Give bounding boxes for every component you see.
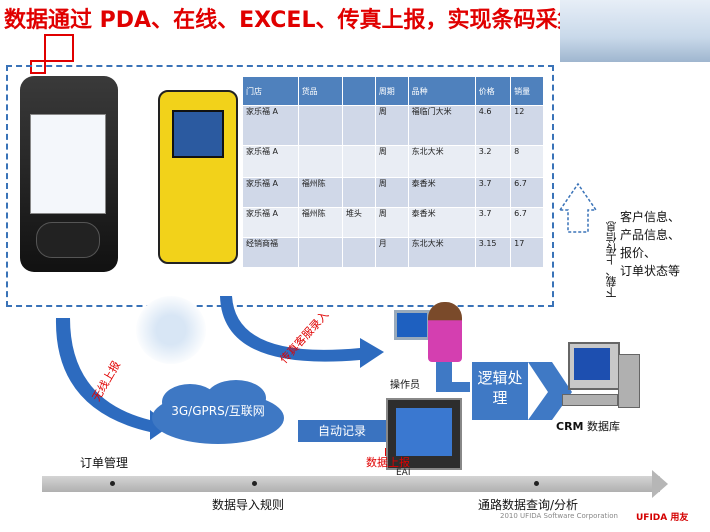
- download-upload-label: 下载、上传信息: [605, 221, 618, 298]
- table-cell: 6.7: [510, 207, 544, 238]
- table-cell: [341, 177, 376, 208]
- upload-arrow-icon: [558, 182, 598, 233]
- table-row: 家乐福 A 周 东北大米 3.2 8: [242, 145, 544, 178]
- table-cell: 3.7: [474, 177, 512, 208]
- table-cell: 周: [374, 145, 409, 178]
- running-people-icon: [136, 296, 206, 364]
- customer-info-list: 客户信息、 产品信息、 报价、 订单状态等: [620, 208, 680, 280]
- header-cell: 周期: [374, 76, 409, 106]
- import-rules-label: 数据导入规则: [212, 498, 285, 512]
- operator-arrow-icon: [436, 362, 470, 392]
- table-cell: [297, 237, 343, 268]
- table-cell: 东北大米: [407, 145, 476, 178]
- crm-computer-icon: [560, 340, 644, 412]
- table-cell: 堆头: [341, 207, 376, 238]
- eai-label: EAI: [396, 468, 411, 478]
- timeline-bar: [42, 476, 660, 492]
- customer-info-item: 产品信息、: [620, 228, 681, 242]
- pda-keypad: [36, 222, 100, 258]
- table-cell: 6.7: [510, 177, 544, 208]
- table-row: 家乐福 A 福州陈 堆头 周 泰香米 3.7 6.7: [242, 207, 544, 238]
- table-cell: 17: [510, 237, 544, 268]
- table-cell: [341, 145, 376, 178]
- operator-monitor-icon: [394, 310, 430, 340]
- highlight-square-small: [30, 60, 46, 74]
- operator-person-icon: [428, 302, 462, 362]
- table-cell: 4.6: [474, 105, 512, 146]
- table-cell: 经销商福: [242, 237, 299, 268]
- highlight-square: [44, 34, 74, 62]
- table-cell: 福州陈: [297, 177, 343, 208]
- table-cell: [297, 145, 343, 178]
- copyright-text: 2010 UFIDA Software Corporation: [500, 512, 618, 520]
- logic-processing-box: 逻辑处理: [472, 362, 528, 420]
- timeline-dot: [110, 481, 115, 486]
- order-management-label: 订单管理: [80, 456, 129, 470]
- table-cell: 12: [510, 105, 544, 146]
- crm-label: CRM: [556, 420, 584, 433]
- table-row: 家乐福 A 周 福临门大米 4.6 12: [242, 105, 544, 146]
- scanner-screen: [172, 110, 224, 158]
- customer-info-item: 订单状态等: [620, 264, 681, 278]
- table-row: 经销商福 月 东北大米 3.15 17: [242, 237, 544, 268]
- header-cell: 门店: [242, 76, 299, 106]
- table-cell: [341, 105, 376, 146]
- table-cell: 泰香米: [407, 177, 476, 208]
- data-collection-frame: [6, 65, 554, 307]
- header-cell: 价格: [474, 76, 512, 106]
- fax-curve-arrow-icon: [220, 296, 384, 368]
- operator-label: 操作员: [390, 380, 420, 391]
- channel-query-label: 通路数据查询/分析: [478, 498, 579, 512]
- table-cell: 周: [374, 177, 409, 208]
- timeline-dot: [252, 481, 257, 486]
- header-cell: 品种: [407, 76, 476, 106]
- auto-record-box: 自动记录: [298, 420, 386, 442]
- header-cell: 货品: [297, 76, 343, 106]
- header-cell: 销量: [510, 76, 544, 106]
- table-cell: 3.7: [474, 207, 512, 238]
- cruise-ship-banner: [560, 0, 710, 62]
- data-upload-label: 数据上报: [366, 456, 410, 469]
- table-cell: 福州陈: [297, 207, 343, 238]
- pda-screen: [30, 114, 106, 214]
- customer-info-item: 报价、: [620, 246, 657, 260]
- sales-data-table: 门店 货品 周期 品种 价格 销量 家乐福 A 周 福临门大米 4.6 12 家…: [242, 76, 544, 268]
- page-title: 数据通过 PDA、在线、EXCEL、传真上报，实现条码采集: [4, 8, 580, 33]
- ufida-logo: UFIDA 用友: [636, 513, 689, 523]
- table-cell: 家乐福 A: [242, 177, 299, 208]
- eai-server-icon: [386, 398, 462, 470]
- table-cell: 家乐福 A: [242, 145, 299, 178]
- table-cell: [297, 105, 343, 146]
- chevron-arrow-icon: [528, 362, 572, 420]
- crm-suffix: 数据库: [587, 420, 620, 433]
- table-header-row: 门店 货品 周期 品种 价格 销量: [242, 76, 544, 106]
- network-label: 3G/GPRS/互联网: [171, 404, 265, 418]
- crm-database-label: CRM 数据库: [556, 418, 620, 434]
- table-cell: [341, 237, 376, 268]
- table-cell: 东北大米: [407, 237, 476, 268]
- customer-info-item: 客户信息、: [620, 210, 681, 224]
- table-cell: 3.2: [474, 145, 512, 178]
- timeline-arrow-icon: [652, 470, 668, 498]
- table-row: 家乐福 A 福州陈 周 泰香米 3.7 6.7: [242, 177, 544, 208]
- table-cell: 福临门大米: [407, 105, 476, 146]
- table-cell: 3.15: [474, 237, 512, 268]
- timeline-dot: [534, 481, 539, 486]
